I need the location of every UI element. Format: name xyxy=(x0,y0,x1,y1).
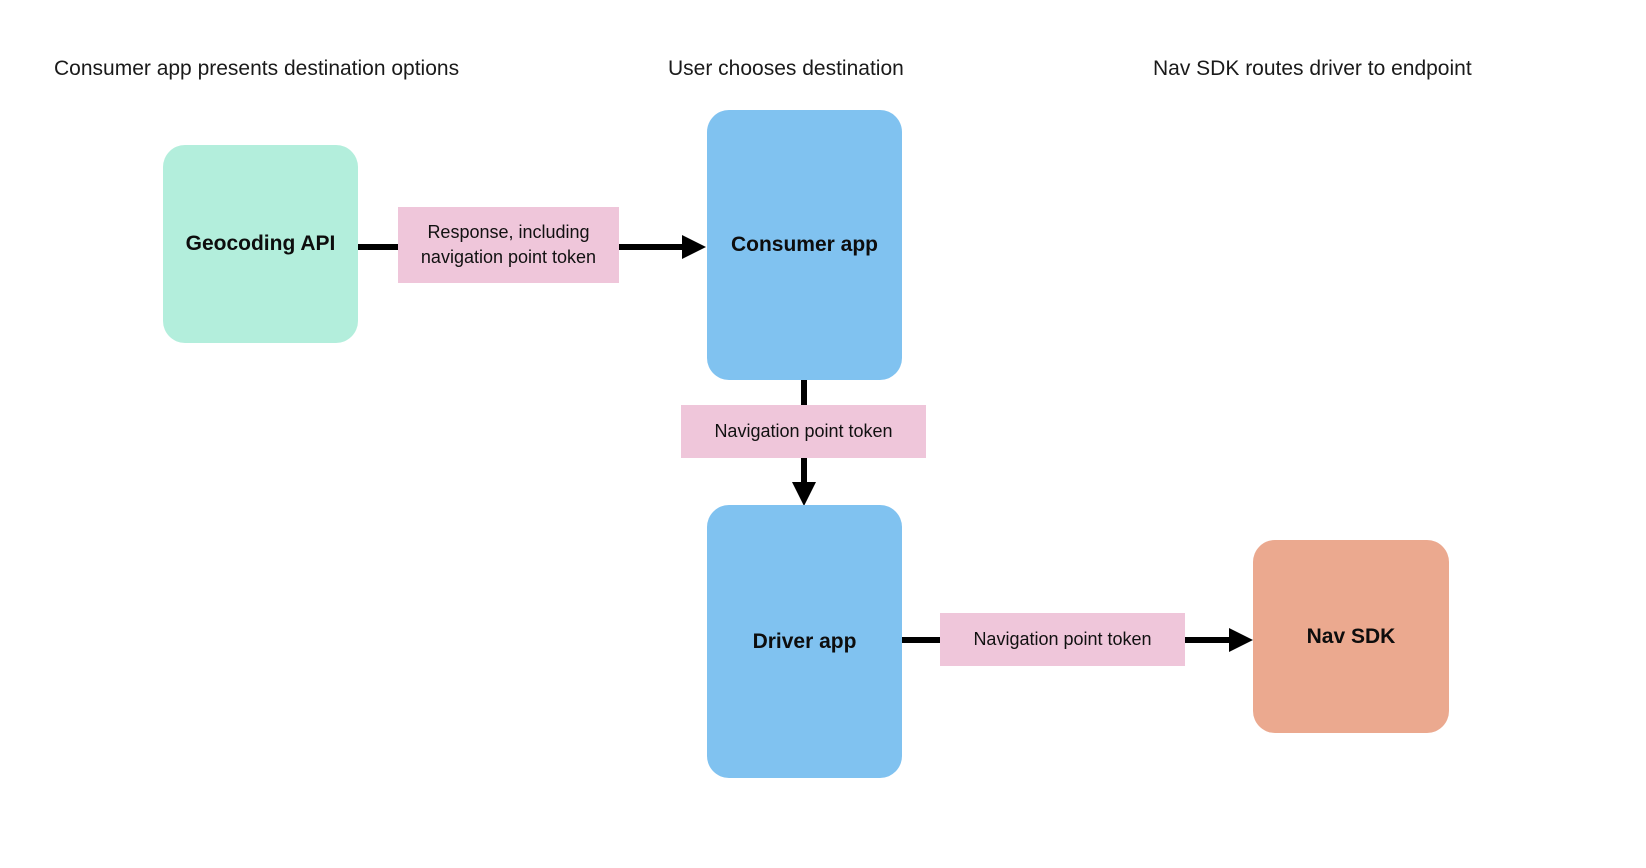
node-nav-sdk[interactable]: Nav SDK xyxy=(1253,540,1449,733)
node-driver-app[interactable]: Driver app xyxy=(707,505,902,778)
edge-label-consumer-to-driver: Navigation point token xyxy=(681,405,926,458)
node-nav-sdk-label: Nav SDK xyxy=(1306,624,1396,648)
column-heading-1: Consumer app presents destination option… xyxy=(54,57,460,80)
node-geocoding-api-label: Geocoding API xyxy=(185,232,336,255)
column-heading-2: User chooses destination xyxy=(668,57,904,80)
edge-label-driver-to-navsdk: Navigation point token xyxy=(940,613,1185,666)
edge-label-geocoding-to-consumer: Response, including navigation point tok… xyxy=(398,207,619,283)
node-driver-app-label: Driver app xyxy=(752,629,857,653)
node-geocoding-api[interactable]: Geocoding API xyxy=(163,145,358,343)
edge-label-driver-to-navsdk-text: Navigation point token xyxy=(973,629,1152,649)
node-consumer-app[interactable]: Consumer app xyxy=(707,110,902,380)
edge-label-geocoding-to-consumer-text: Response, including navigation point tok… xyxy=(420,222,597,267)
column-heading-3: Nav SDK routes driver to endpoint xyxy=(1153,57,1472,80)
edge-label-consumer-to-driver-text: Navigation point token xyxy=(714,421,893,441)
node-consumer-app-label: Consumer app xyxy=(730,233,879,256)
